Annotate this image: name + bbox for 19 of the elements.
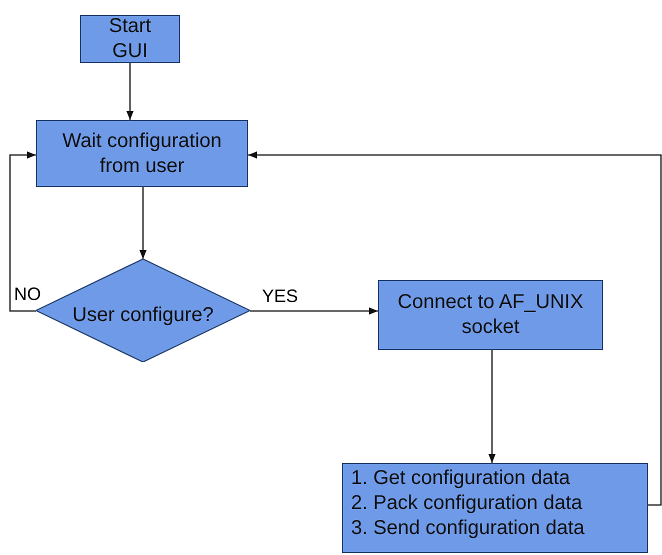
process-box — [36, 120, 248, 187]
arrow — [126, 63, 134, 120]
arrow — [9, 151, 36, 312]
process-box — [80, 15, 180, 63]
node-text: Start GUI — [108, 14, 152, 64]
process-box — [378, 280, 603, 350]
arrow — [488, 350, 496, 463]
arrow — [248, 151, 662, 506]
list-item: 3. Send configuration data — [351, 516, 585, 541]
node-text: Connect to AF_UNIX socket — [396, 290, 584, 340]
edge-label: NO — [14, 285, 41, 303]
list-item: 2. Pack configuration data — [351, 491, 582, 516]
list-item: 1. Get configuration data — [351, 466, 570, 491]
process-box — [342, 463, 648, 553]
edge-label: YES — [262, 287, 298, 305]
node-text: User configure? — [72, 303, 214, 328]
arrow — [250, 307, 378, 315]
arrow — [139, 187, 147, 259]
node-text: Wait configuration from user — [61, 128, 223, 178]
